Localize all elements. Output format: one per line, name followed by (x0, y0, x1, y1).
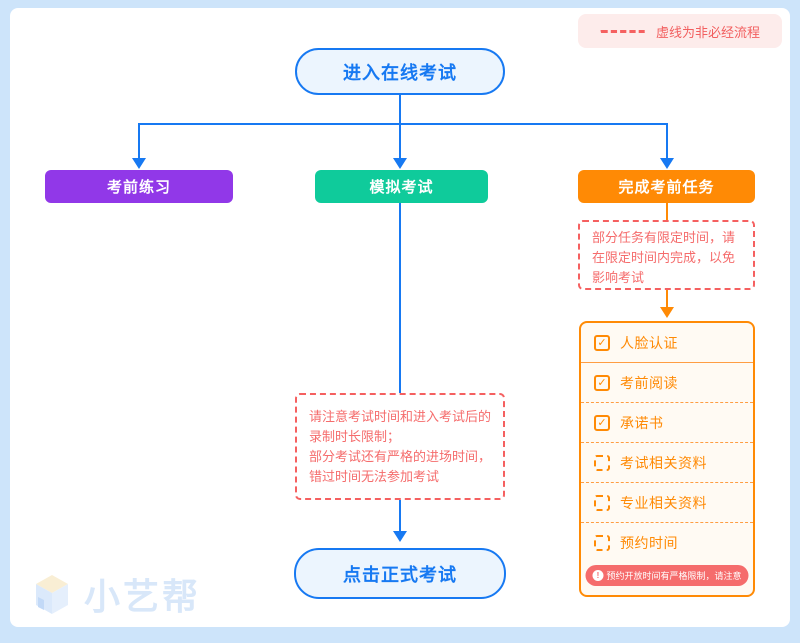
appointment-warning-text: 预约开放时间有严格限制，请注意 (606, 571, 742, 581)
connector-line (138, 123, 668, 125)
task-item-label: 承诺书 (620, 414, 664, 431)
task-item-label: 考前阅读 (620, 374, 678, 391)
connector-line (666, 203, 668, 220)
task-time-note-line: 部分任务有限定时间，请 (592, 230, 736, 245)
arrow-down-icon (660, 307, 674, 318)
arrow-down-icon (393, 531, 407, 542)
exam-time-note-line: 请注意考试时间和进入考试后的 (309, 409, 492, 424)
branch-practice-button[interactable]: 考前练习 (45, 170, 233, 203)
pre-exam-task-list: ✓ 人脸认证 ✓ 考前阅读 ✓ 承诺书 考试相关资料 专业相关资料 预约时间 !… (579, 321, 755, 597)
dashed-line-icon (599, 29, 646, 33)
exam-time-note-line: 录制时长限制； (309, 429, 401, 444)
connector-line (666, 123, 668, 158)
arrow-down-icon (132, 158, 146, 169)
legend-label: 虚线为非必经流程 (655, 24, 760, 40)
start-node-label: 进入在线考试 (343, 62, 457, 83)
task-item-label: 考试相关资料 (620, 454, 707, 471)
task-time-note-line: 影响考试 (592, 270, 645, 285)
connector-line (138, 123, 140, 158)
exam-time-note-line: 错过时间无法参加考试 (309, 469, 440, 484)
task-item-appointment-time[interactable]: 预约时间 (581, 523, 753, 563)
appointment-warning-badge: ! 预约开放时间有严格限制，请注意 (585, 565, 749, 586)
exam-time-note-line: 部分考试还有严格的进场时间， (309, 449, 492, 464)
arrow-down-icon (660, 158, 674, 169)
connector-line (399, 500, 401, 532)
task-time-note: 部分任务有限定时间，请 在限定时间内完成，以免 影响考试 (578, 220, 755, 290)
checked-checkbox-icon[interactable]: ✓ (594, 414, 610, 431)
arrow-down-icon (393, 158, 407, 169)
connector-line (399, 123, 401, 158)
exam-time-note: 请注意考试时间和进入考试后的 录制时长限制； 部分考试还有严格的进场时间， 错过… (295, 393, 505, 500)
exclamation-icon: ! (592, 570, 604, 581)
connector-line (666, 290, 668, 308)
unchecked-checkbox-icon[interactable] (594, 494, 610, 511)
branch-practice-label: 考前练习 (106, 179, 171, 196)
branch-mock-exam-button[interactable]: 模拟考试 (315, 170, 488, 203)
checked-checkbox-icon[interactable]: ✓ (594, 374, 610, 391)
connector-line (399, 203, 401, 393)
task-item-label: 专业相关资料 (620, 494, 707, 511)
branch-mock-exam-label: 模拟考试 (369, 179, 434, 196)
unchecked-checkbox-icon[interactable] (594, 454, 610, 471)
checked-checkbox-icon[interactable]: ✓ (594, 334, 610, 351)
end-node-label: 点击正式考试 (343, 564, 457, 585)
brand-logo: 小艺帮 (28, 568, 201, 620)
end-node-formal-exam[interactable]: 点击正式考试 (294, 548, 506, 599)
task-item-major-materials[interactable]: 专业相关资料 (581, 483, 753, 523)
branch-pre-exam-tasks-label: 完成考前任务 (618, 179, 715, 196)
connector-line (399, 95, 401, 123)
unchecked-checkbox-icon[interactable] (594, 535, 610, 551)
task-item-pre-exam-reading[interactable]: ✓ 考前阅读 (581, 363, 753, 403)
task-item-label: 人脸认证 (620, 334, 678, 351)
cube-logo-icon (36, 575, 68, 614)
task-item-label: 预约时间 (620, 535, 678, 551)
legend: 虚线为非必经流程 (578, 14, 782, 48)
task-item-commitment-letter[interactable]: ✓ 承诺书 (581, 403, 753, 443)
start-node-enter-exam[interactable]: 进入在线考试 (295, 48, 505, 95)
task-time-note-line: 在限定时间内完成，以免 (592, 250, 736, 265)
task-item-face-auth[interactable]: ✓ 人脸认证 (581, 323, 753, 363)
branch-pre-exam-tasks-button[interactable]: 完成考前任务 (578, 170, 755, 203)
brand-logo-text: 小艺帮 (84, 576, 202, 617)
task-item-exam-materials[interactable]: 考试相关资料 (581, 443, 753, 483)
